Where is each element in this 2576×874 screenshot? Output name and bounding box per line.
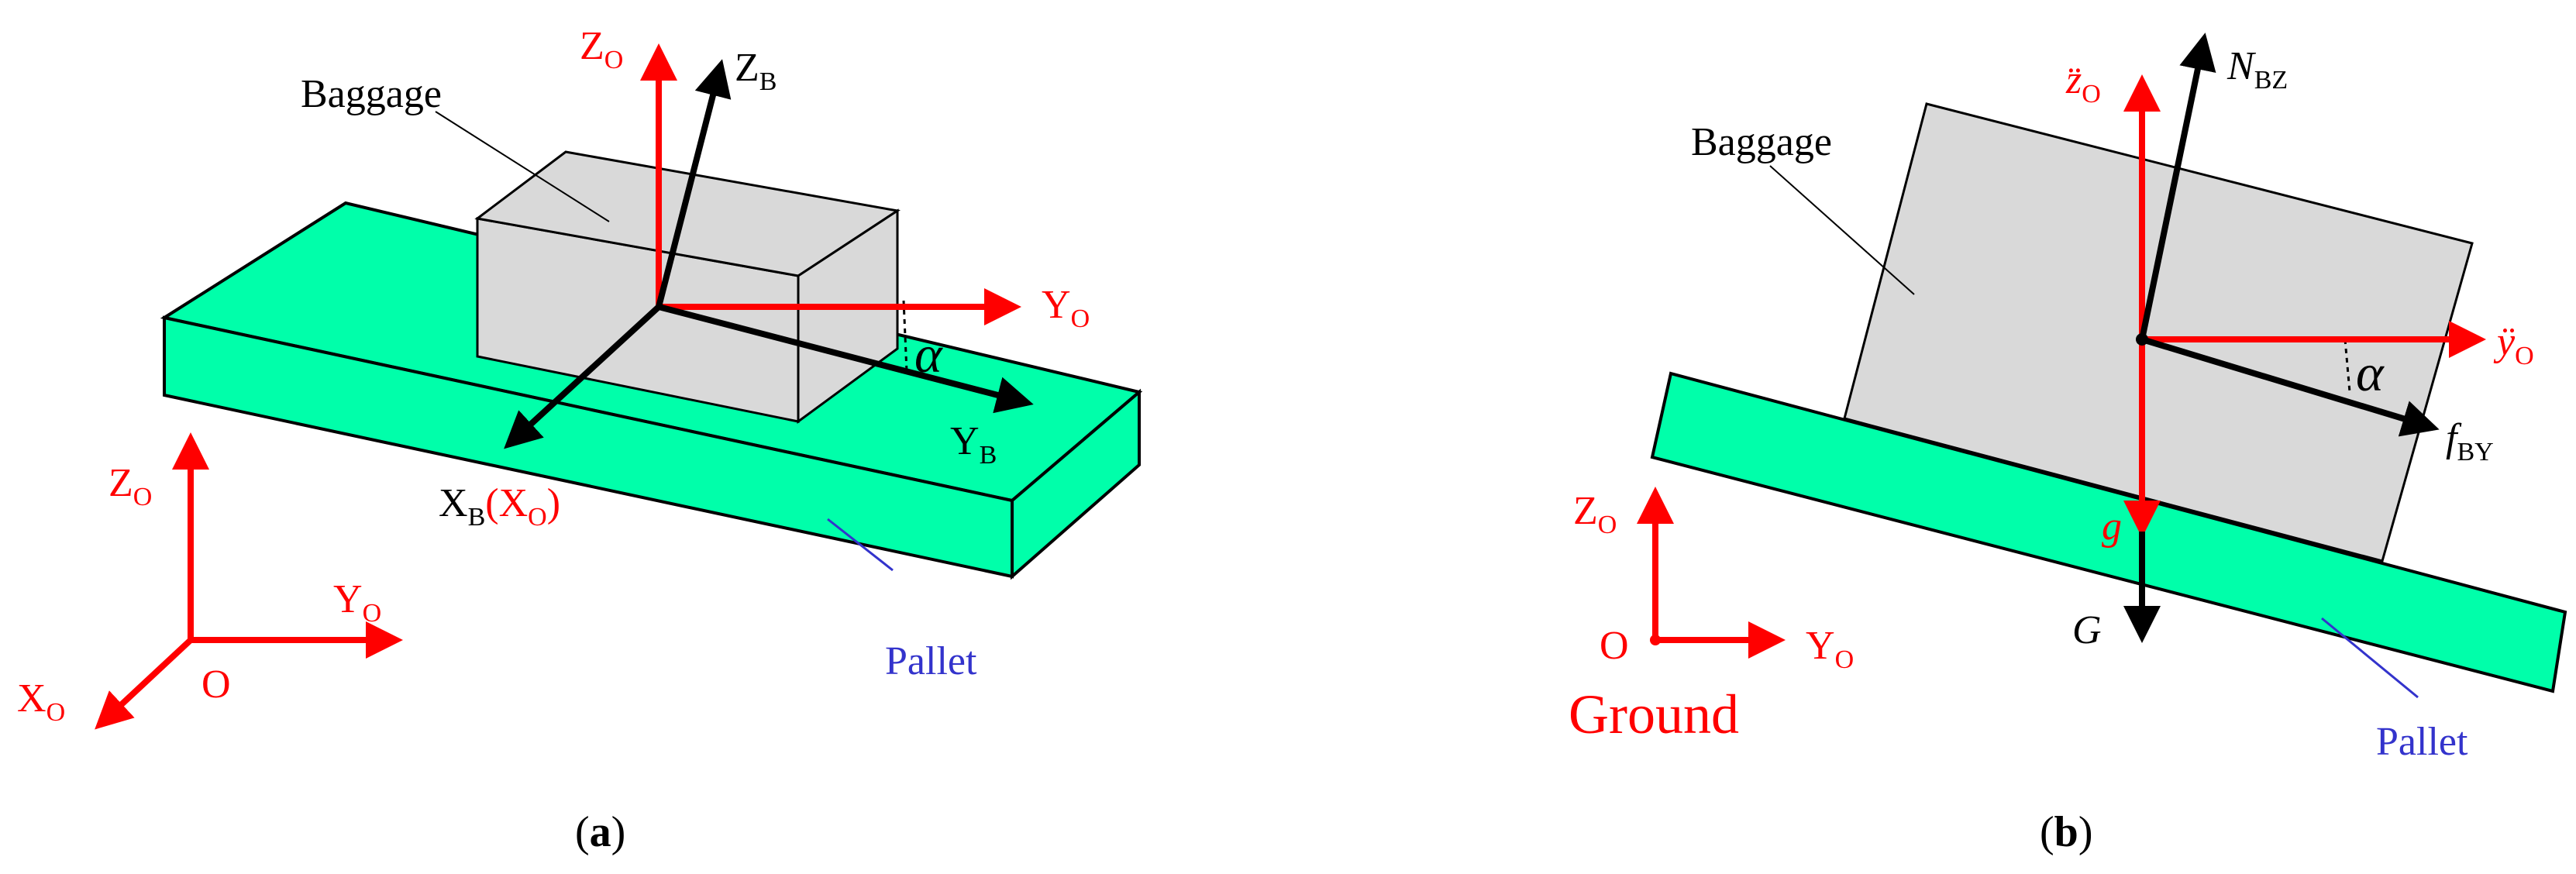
zb-label-a: ZB bbox=[735, 46, 777, 96]
pallet-b-leader bbox=[2321, 617, 2419, 699]
ground-origin-dot-b bbox=[1650, 635, 1661, 645]
alpha-label-a: α bbox=[914, 325, 943, 384]
panel-a: Baggage Pallet ZO ZB YO YB α XB(XO) ZO Y… bbox=[17, 24, 1143, 856]
alpha-a-dotted bbox=[902, 300, 908, 373]
baggage-b-label: Baggage bbox=[1691, 120, 1832, 164]
y-accel-label-b: ÿO bbox=[2493, 320, 2534, 370]
ground-y-label-b: YO bbox=[1806, 624, 1854, 674]
z-accel-label-b: z̈O bbox=[2065, 58, 2101, 108]
baggage-a bbox=[474, 150, 901, 424]
f-arrow-b bbox=[2140, 336, 2440, 437]
center-dot-b bbox=[2136, 333, 2148, 346]
pallet-b bbox=[1650, 371, 2567, 693]
baggage-b bbox=[1843, 102, 2474, 563]
ground-x-label-a: XO bbox=[17, 676, 65, 727]
ground-z-label-a: ZO bbox=[108, 461, 152, 511]
baggage-a-label: Baggage bbox=[301, 72, 442, 116]
baggage-a-side bbox=[797, 208, 899, 424]
yb-label-a: YB bbox=[950, 419, 997, 470]
ground-z-label-b: ZO bbox=[1573, 489, 1617, 539]
zb-axis-a bbox=[656, 59, 732, 308]
N-arrow-b bbox=[2139, 33, 2216, 340]
G-label-b: G bbox=[2072, 608, 2102, 652]
caption-a: (a) bbox=[575, 808, 625, 856]
baggage-b-leader bbox=[1769, 165, 1915, 295]
origin-label-a: O bbox=[201, 662, 231, 707]
pallet-a-label: Pallet bbox=[885, 639, 977, 683]
xb-label-a: XB(XO) bbox=[439, 481, 560, 532]
zo-label-a: ZO bbox=[580, 24, 623, 74]
baggage-a-leader bbox=[435, 111, 610, 222]
f-label-b: fBY bbox=[2446, 416, 2494, 466]
pallet-a-side bbox=[1011, 388, 1141, 580]
g-label-b: g bbox=[2102, 504, 2122, 549]
panel-b: Baggage Pallet Ground z̈O NBZ ÿO α fBY g… bbox=[1569, 33, 2567, 856]
ground-label-b: Ground bbox=[1569, 683, 1739, 745]
yb-axis-a bbox=[657, 304, 1034, 414]
pallet-b-label: Pallet bbox=[2376, 720, 2468, 764]
caption-b: (b) bbox=[2040, 808, 2092, 856]
pallet-a-leader bbox=[827, 518, 894, 572]
yo-label-a: YO bbox=[1042, 283, 1090, 333]
N-label-b: NBZ bbox=[2226, 44, 2288, 95]
ground-y-label-a: YO bbox=[333, 577, 381, 628]
origin-label-b: O bbox=[1600, 624, 1629, 668]
xb-axis-a bbox=[504, 305, 661, 449]
ground-x-a bbox=[95, 638, 193, 730]
alpha-label-b: α bbox=[2356, 343, 2385, 402]
